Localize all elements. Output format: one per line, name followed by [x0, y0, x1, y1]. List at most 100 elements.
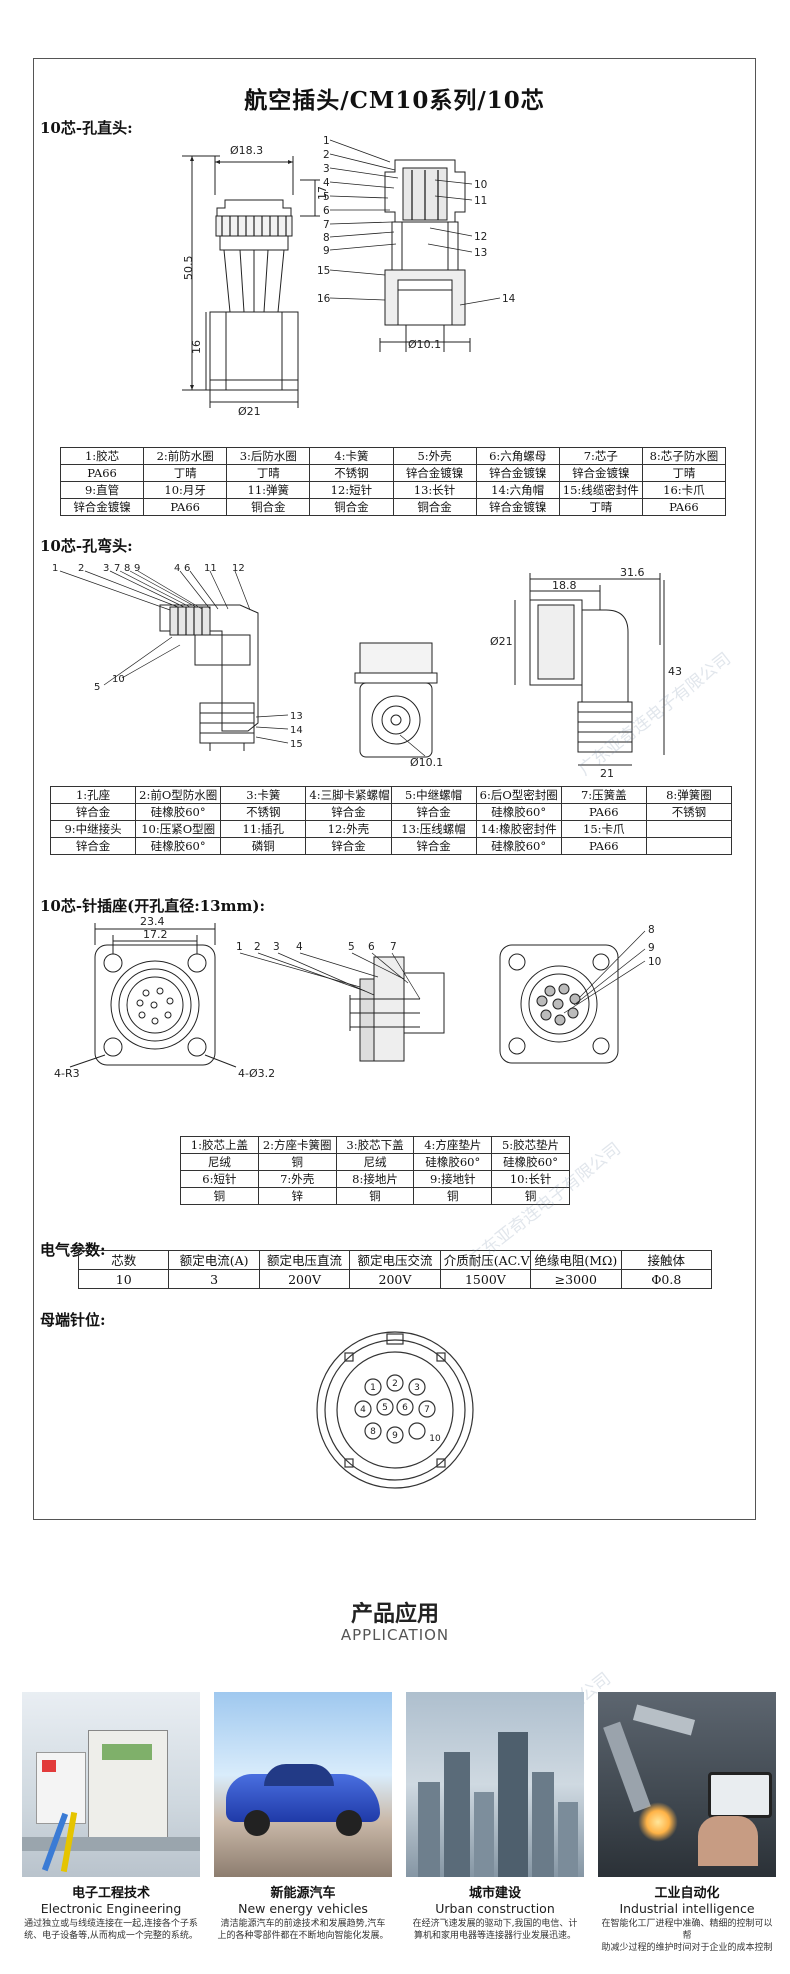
table-cell: PA66: [59, 464, 145, 482]
table-cell: 丁晴: [558, 498, 643, 516]
callout-4: 4: [323, 177, 330, 189]
electronic-engineering-photo: [22, 1692, 200, 1877]
callout-16: 16: [317, 293, 331, 305]
callout-12: 12: [232, 563, 245, 574]
callout-13: 13: [290, 711, 303, 722]
pin-1: 1: [370, 1383, 376, 1393]
callout-5: 5: [94, 682, 100, 693]
table-cell: 铜: [257, 1153, 337, 1171]
table-cell: 尼绒: [180, 1153, 259, 1171]
section-female-pins: 母端针位:: [40, 1311, 106, 1329]
applications-title: 产品应用: [350, 1602, 439, 1627]
table-cell: [645, 820, 733, 838]
dim-hole-diameter: 4-Ø3.2: [238, 1067, 275, 1080]
callout-1: 1: [323, 135, 330, 147]
table-cell: 13:压线螺帽: [390, 820, 477, 838]
pin-2: 2: [392, 1379, 398, 1389]
table-cell: 不锈钢: [220, 803, 307, 821]
app-card-en: Industrial intelligence: [619, 1901, 755, 1916]
dim-top-height: 17: [316, 186, 329, 200]
table-cell: [645, 837, 733, 855]
table-cell: 3:卡簧: [220, 786, 307, 804]
callout-3: 3: [103, 563, 109, 574]
table-cell: 锌合金: [49, 803, 137, 821]
app-card-desc: 在经济飞速发展的驱动下,我国的电信、计 算机和家用电器等连接器行业发展迅速。: [406, 1918, 584, 1942]
table-cell: 芯数: [77, 1250, 170, 1270]
straight-plug-drawing: Ø18.3 17 50.5 16 Ø21 Ø10.1 1 2 3 4 5 6 7…: [182, 135, 516, 418]
app-card-desc-line1: 在经济飞速发展的驱动下,我国的电信、计: [412, 1919, 578, 1929]
table-cell: 15:线缆密封件: [558, 481, 643, 499]
table-cell: 6:后O型密封圈: [475, 786, 562, 804]
section-straight: 10芯-孔直头:: [40, 119, 133, 137]
table-cell: 12:短针: [309, 481, 394, 499]
table-cell: 介质耐压(AC.V): [439, 1250, 532, 1270]
table-cell: 15:卡爪: [560, 820, 647, 838]
table-cell: 5:外壳: [392, 447, 477, 465]
table-cell: 4:三脚卡紧螺帽: [305, 786, 392, 804]
callout-6: 6: [368, 941, 375, 953]
pin-6: 6: [402, 1403, 408, 1413]
table-cell: 锌合金镀镍: [59, 498, 145, 516]
dim-cable-diameter: Ø10.1: [410, 756, 443, 769]
callout-5: 5: [323, 191, 330, 203]
dim-total-width: 23.4: [140, 915, 165, 928]
table-cell: Φ0.8: [620, 1269, 713, 1289]
table-cell: 额定电压直流: [258, 1250, 351, 1270]
table-cell: 9:直管: [59, 481, 145, 499]
table-cell: 7:外壳: [257, 1170, 337, 1188]
table-cell: ≥3000: [530, 1269, 622, 1289]
dim-top-diameter: Ø18.3: [230, 144, 263, 157]
callout-5: 5: [348, 941, 355, 953]
table-cell: 不锈钢: [645, 803, 733, 821]
table-cell: 1500V: [439, 1269, 532, 1289]
callout-7: 7: [114, 563, 120, 574]
dim-cable-diameter: Ø10.1: [408, 338, 441, 351]
table-cell: 铜: [491, 1187, 570, 1205]
table-cell: 200V: [349, 1269, 441, 1289]
table-cell: 接触体: [620, 1250, 713, 1270]
table-cell: 硅橡胶60°: [475, 803, 562, 821]
dim-bottom-width: 21: [600, 767, 614, 780]
app-card-desc: 通过独立或与线缆连接在一起,连接各个子系 统、电子设备等,从而构成一个完整的系统…: [22, 1918, 200, 1942]
page-title: 航空插头/CM10系列/10芯: [244, 87, 545, 114]
pin-5: 5: [382, 1403, 388, 1413]
table-cell: 硅橡胶60°: [135, 803, 222, 821]
table-cell: 8:弹簧圈: [645, 786, 733, 804]
table-cell: 10:月牙: [143, 481, 228, 499]
pin-10: 10: [429, 1434, 441, 1444]
table-cell: 铜合金: [226, 498, 311, 516]
table-cell: 丁晴: [226, 464, 311, 482]
elbow-plug-drawing: 1 2 3 7 8 9 4 6 11 12 5 10 13 14 15 Ø10.…: [52, 563, 682, 780]
callout-15: 15: [317, 265, 330, 277]
app-card-desc: 清洁能源汽车的前途技术和发展趋势,汽车 上的各种零部件都在不断地向智能化发展。: [214, 1918, 392, 1942]
table-cell: PA66: [560, 803, 647, 821]
app-card-en: New energy vehicles: [238, 1901, 368, 1916]
dim-bottom-height: 16: [190, 340, 203, 354]
dim-bottom-diameter: Ø21: [238, 405, 261, 418]
panel-socket-drawing: 1 2 3 4 5 6 7 8 9 10 23.4 17.2 4-R3 4-Ø3…: [54, 915, 661, 1080]
table-header-row: 芯数额定电流(A)额定电压直流额定电压交流介质耐压(AC.V)绝缘电阻(MΩ)接…: [77, 1250, 713, 1270]
table-cell: 14:橡胶密封件: [475, 820, 562, 838]
app-card-desc-line1: 清洁能源汽车的前途技术和发展趋势,汽车: [220, 1919, 386, 1929]
table-cell: 2:前O型防水圈: [135, 786, 222, 804]
callout-7: 7: [390, 941, 397, 953]
table-cell: PA66: [560, 837, 647, 855]
callout-6: 6: [323, 205, 330, 217]
table-cell: 铜: [413, 1187, 493, 1205]
dim-body-diameter: Ø21: [490, 635, 513, 648]
app-card-desc-line1: 在智能化工厂进程中准确、精细的控制可以帮: [601, 1919, 773, 1941]
app-card-urban: 城市建设 Urban construction 在经济飞速发展的驱动下,我国的电…: [406, 1692, 584, 1942]
callout-6: 6: [184, 563, 190, 574]
callout-3: 3: [323, 163, 330, 175]
app-card-title: 电子工程技术: [71, 1886, 150, 1901]
table-cell: 硅橡胶60°: [135, 837, 222, 855]
table-cell: 14:六角帽: [475, 481, 560, 499]
table-cell: 4:卡簧: [309, 447, 394, 465]
callout-10: 10: [648, 956, 661, 968]
callout-1: 1: [52, 563, 58, 574]
app-card-industrial: 工业自动化 Industrial intelligence 在智能化工厂进程中准…: [598, 1692, 776, 1954]
